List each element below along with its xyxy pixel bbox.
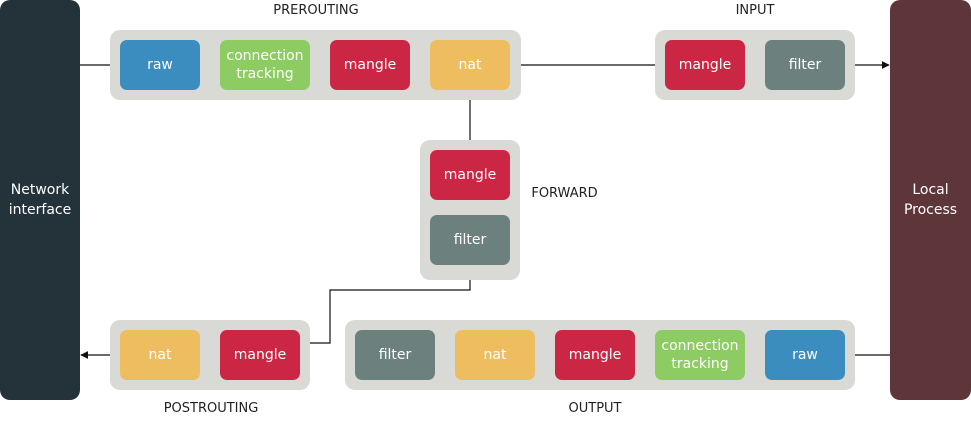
output-label: OUTPUT — [568, 401, 622, 416]
output-nat: nat — [455, 330, 535, 380]
network-interface-block: Network interface — [0, 0, 80, 400]
input-mangle: mangle — [665, 40, 745, 90]
output-filter: filter — [355, 330, 435, 380]
prerouting-connection-tracking: connection tracking — [220, 40, 310, 90]
forward-label: FORWARD — [531, 186, 598, 201]
postrouting-mangle: mangle — [220, 330, 300, 380]
output-raw: raw — [765, 330, 845, 380]
prerouting-nat: nat — [430, 40, 510, 90]
prerouting-mangle: mangle — [330, 40, 410, 90]
postrouting-nat: nat — [120, 330, 200, 380]
prerouting-label: PREROUTING — [273, 3, 359, 18]
output-connection-tracking: connection tracking — [655, 330, 745, 380]
prerouting-raw: raw — [120, 40, 200, 90]
forward-mangle: mangle — [430, 150, 510, 200]
input-filter: filter — [765, 40, 845, 90]
local-process-block: Local Process — [890, 0, 971, 400]
arrow-forward-filter-to-postrouting — [300, 265, 471, 347]
input-label: INPUT — [735, 3, 775, 18]
output-mangle: mangle — [555, 330, 635, 380]
postrouting-label: POSTROUTING — [163, 401, 259, 416]
forward-filter: filter — [430, 215, 510, 265]
